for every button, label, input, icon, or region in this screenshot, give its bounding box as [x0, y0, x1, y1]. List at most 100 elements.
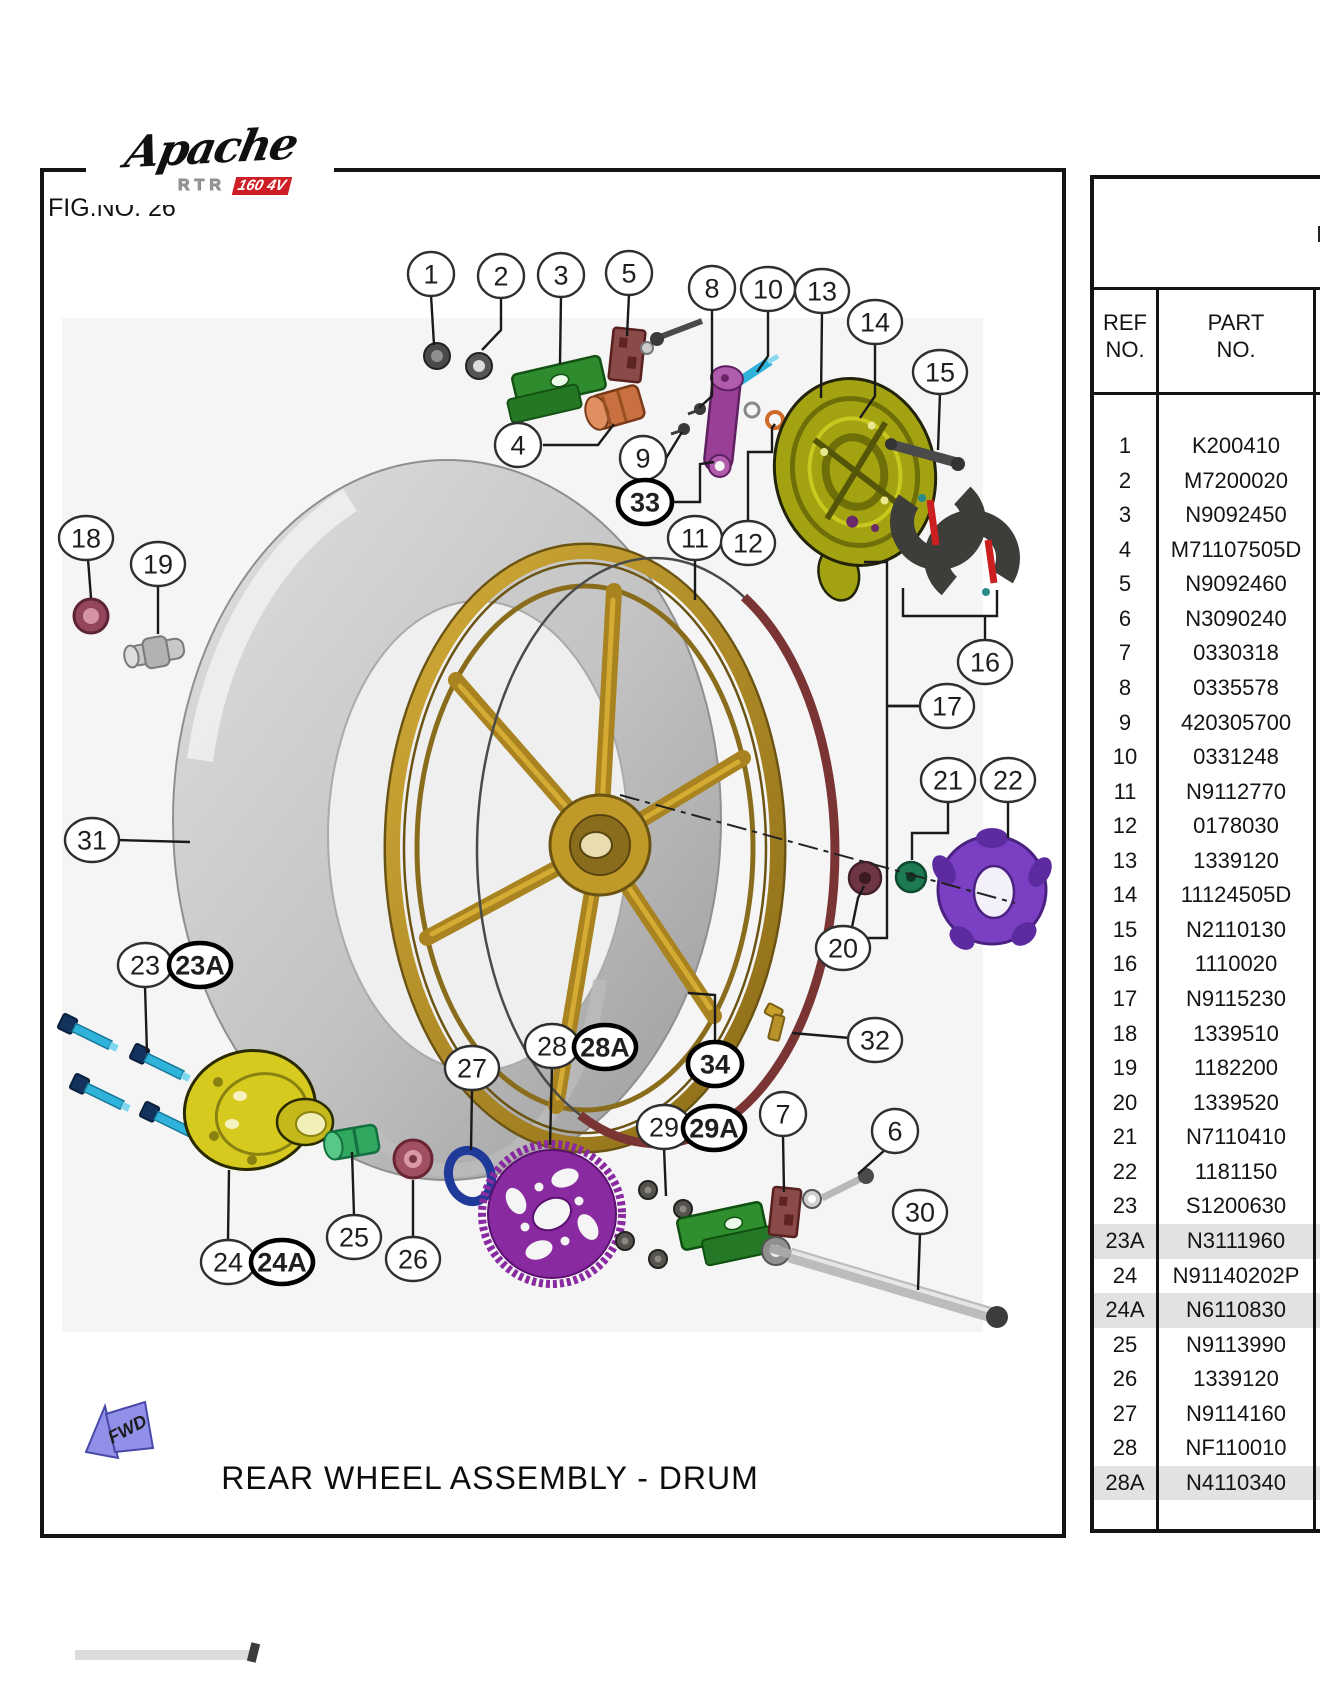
part-no-cell: N9113990: [1186, 1331, 1286, 1357]
part-no-cell: 0178030: [1193, 813, 1279, 839]
axle-graphic: [761, 1236, 1008, 1328]
part-no-cell: N3111960: [1186, 1227, 1286, 1253]
leader-line-14: [859, 343, 877, 419]
callout-7: 7: [758, 1090, 808, 1138]
svg-text:27: 27: [457, 1054, 487, 1084]
group-bracket: [864, 560, 889, 940]
leader-line-3: [558, 295, 563, 365]
callout-4: 4: [493, 421, 543, 469]
part-no-cell: M71107505D: [1170, 536, 1302, 562]
svg-text:11: 11: [681, 524, 709, 554]
small-washer-graphic: [640, 341, 654, 355]
leader-line-30: [916, 1232, 922, 1291]
svg-text:28A: 28A: [580, 1033, 630, 1063]
ref-no-cell: 17: [1112, 986, 1138, 1011]
svg-text:13: 13: [807, 277, 837, 307]
ref-no-cell: 9: [1118, 709, 1132, 735]
long-bolt-graphic: [650, 318, 704, 346]
callout-30: 30: [891, 1188, 949, 1236]
spacer-bush-graphic: [584, 384, 646, 431]
part-no-cell: 1110020: [1194, 951, 1278, 977]
callout-33: 33: [615, 477, 675, 527]
callout-16: 16: [956, 638, 1014, 686]
leader-line-27: [469, 1088, 474, 1151]
callout-12: 12: [719, 519, 777, 567]
svg-text:34: 34: [700, 1050, 730, 1080]
leader-line-20: [850, 885, 866, 928]
svg-text:1: 1: [423, 260, 438, 290]
nuts29-graphic: [615, 1180, 693, 1269]
part-no-cell: K200410: [1191, 433, 1281, 458]
callout-21: 21: [919, 756, 977, 804]
callout-1: 1: [406, 250, 456, 298]
part-no-cell: 420305700: [1180, 709, 1292, 735]
callout-13: 13: [793, 267, 851, 315]
svg-text:5: 5: [621, 259, 636, 289]
washer-graphic: [465, 352, 493, 380]
ref-no-cell: 28A: [1105, 1469, 1145, 1495]
svg-text:2: 2: [493, 262, 508, 292]
axle-nut-graphic: [423, 342, 451, 370]
svg-text:32: 32: [860, 1026, 890, 1056]
part-no-cell: N9092450: [1185, 502, 1287, 528]
ref-no-cell: 20: [1112, 1089, 1138, 1115]
leader-line-9: [663, 431, 684, 461]
svg-text:6: 6: [887, 1117, 902, 1147]
ref-no-cell: 21: [1112, 1124, 1138, 1150]
svg-text:12: 12: [733, 529, 763, 559]
leader-line-4: [543, 423, 615, 447]
ref-no-cell: 28: [1112, 1435, 1138, 1461]
callout-32: 32: [846, 1016, 904, 1064]
bush-left-graphic: [123, 635, 186, 670]
circlip-graphic: [743, 401, 761, 419]
chain-adjuster-top-graphic: [506, 354, 607, 424]
leader-line-33: [669, 460, 715, 504]
group-bracket: [901, 588, 999, 618]
ref-no-cell: 24: [1112, 1262, 1138, 1288]
callout-23A: 23A: [166, 940, 234, 990]
callout-5: 5: [604, 249, 654, 297]
callout-2: 2: [476, 252, 526, 300]
page-edge-artifact: [75, 1650, 255, 1660]
brand-model-line: RTR 160 4V: [178, 177, 293, 199]
leader-line-23: [143, 985, 149, 1054]
table-row: 24 N91140202P: [1094, 1259, 1320, 1294]
svg-text:26: 26: [398, 1245, 428, 1275]
callout-24A: 24A: [248, 1237, 316, 1287]
leader-line-21: [910, 801, 950, 860]
part-no-cell: 1182200: [1193, 1055, 1278, 1081]
svg-text:8: 8: [704, 274, 719, 304]
leader-line-15: [936, 392, 942, 451]
part-no-cell: M7200020: [1184, 467, 1288, 493]
diagram-frame: [40, 168, 1066, 1538]
leader-line-29: [662, 1147, 668, 1197]
callout-8: 8: [687, 264, 737, 312]
brand-badge: 160 4V: [232, 177, 293, 195]
part-no-cell: N91140202P: [1172, 1262, 1300, 1288]
part-no-cell: 0330318: [1193, 640, 1279, 666]
leader-line-32: [791, 1031, 851, 1040]
svg-text:24A: 24A: [257, 1248, 307, 1278]
leader-line-18: [86, 558, 93, 599]
cush-hub-graphic: [932, 828, 1052, 950]
ref-no-cell: 26: [1112, 1366, 1138, 1392]
ref-no-cell: 16: [1112, 951, 1138, 977]
svg-text:17: 17: [932, 692, 962, 722]
ref-no-cell: 23: [1112, 1193, 1138, 1219]
seal-left-graphic: [72, 597, 110, 635]
part-no-cell: N6110830: [1186, 1297, 1286, 1323]
part-no-cell: N9112770: [1186, 778, 1286, 804]
ref-no-cell: 14: [1112, 882, 1138, 908]
